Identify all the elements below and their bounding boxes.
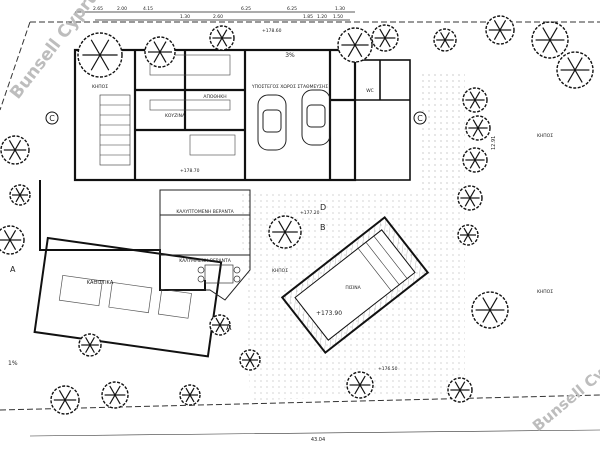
watermark-bottom-right: Bunsell Cyprus <box>529 340 600 435</box>
section-label: A <box>226 323 232 332</box>
tree-icon <box>346 371 374 399</box>
tree-icon <box>433 28 457 52</box>
dining-table-icon <box>197 264 241 284</box>
tree-icon <box>179 384 201 406</box>
room-label-garden-right: ΚΗΠΟΣ <box>537 133 553 139</box>
swimming-pool <box>280 215 430 355</box>
tree-icon <box>0 135 30 165</box>
room-label-pool: ΠΙΣΙΝΑ <box>345 285 361 291</box>
dimension-line-top <box>75 11 355 21</box>
room-label-pool-room: ΚΑΘΙΣΤΙΚΑ <box>87 280 114 286</box>
plot-dimension: 43.04 <box>311 437 325 443</box>
tree-icon <box>457 185 483 211</box>
dimension-label: 1.30 <box>180 14 190 20</box>
dimension-label: 6.25 <box>241 6 251 12</box>
house-walls <box>73 48 357 182</box>
dimension-label: 1.50 <box>333 14 343 20</box>
tree-icon <box>457 224 479 246</box>
tree-icon <box>239 349 261 371</box>
section-label: A <box>10 265 16 274</box>
tree-icon <box>9 184 31 206</box>
level-upper: +178.60 <box>262 28 282 34</box>
dimension-label: 1.85 <box>303 14 313 20</box>
level-lower: +176.50 <box>378 366 398 372</box>
side-dimension: 12.91 <box>491 136 497 150</box>
tree-icon <box>144 36 176 68</box>
annex-walls <box>354 59 411 181</box>
tree-icon <box>471 291 509 329</box>
car-icon <box>257 89 331 151</box>
section-marker-c-left: C <box>45 111 59 125</box>
tree-icon <box>485 15 515 45</box>
room-label-storage: ΑΠΟΘΗΚΗ <box>203 94 226 100</box>
tree-icon <box>78 333 102 357</box>
dimension-label: 2.00 <box>117 6 127 12</box>
section-label: D <box>320 203 326 212</box>
dimension-label: 2.60 <box>213 14 223 20</box>
room-label-open-veranda: ΚΑΛΥΜΜΕΝΗ ΒΕΡΑΝΤΑ <box>179 258 231 264</box>
slope-label: 3% <box>285 52 295 59</box>
tree-icon <box>462 147 488 173</box>
section-marker-c-right: C <box>413 111 427 125</box>
dimension-labels-top: 2.65 2.00 4.15 1.30 2.60 6.25 6.25 1.20 1.50 1.85… <box>93 6 345 20</box>
dimension-label: 6.25 <box>287 6 297 12</box>
dimension-line-bottom <box>29 429 600 437</box>
tree-icon <box>371 24 399 52</box>
room-label-wc: WC <box>366 88 374 94</box>
dimension-label: 1.30 <box>335 6 345 12</box>
veranda-outline <box>159 189 251 301</box>
section-marker-a-right: A <box>226 323 232 332</box>
tree-icon <box>447 377 473 403</box>
dimension-label: 4.15 <box>143 6 153 12</box>
tree-icon <box>77 32 123 78</box>
section-label: C <box>417 114 423 123</box>
tree-icon <box>101 381 129 409</box>
slope-mark: 1% <box>8 360 18 367</box>
tree-icon <box>462 87 488 113</box>
living-block <box>33 180 223 358</box>
dimension-label: 2.65 <box>93 6 103 12</box>
tree-icon <box>209 314 231 336</box>
plot-boundary <box>0 21 600 411</box>
room-label-parking: ΥΠΟΣΤΕΓΟΣ ΧΩΡΟΣ ΣΤΑΘΜΕΥΣΗΣ <box>251 84 328 90</box>
level-terrace: +177.20 <box>300 210 320 216</box>
room-label-garden: ΚΗΠΟΣ <box>272 268 288 274</box>
tree-icon <box>209 25 235 51</box>
section-marker-b: B <box>320 223 326 232</box>
room-label-covered-veranda: ΚΑΛΥΠΤΟΜΕΝΗ ΒΕΡΑΝΤΑ <box>176 209 234 215</box>
stairs <box>99 94 131 166</box>
room-label-garden-upper: ΚΗΠΟΣ <box>92 84 108 90</box>
section-marker-a-left: A <box>10 265 16 274</box>
room-label-garden-lower: ΚΗΠΟΣ <box>537 289 553 295</box>
lawn-area <box>260 70 465 190</box>
dimension-label: 1.20 <box>317 14 327 20</box>
trees <box>0 15 594 415</box>
section-marker-d: D <box>320 203 326 212</box>
kitchen-fixtures <box>149 54 236 156</box>
tree-icon <box>268 215 302 249</box>
tree-icon <box>0 225 25 255</box>
level-entry: +178.70 <box>180 168 200 174</box>
level-pool: +173.90 <box>316 310 342 317</box>
pool-room-furniture <box>58 275 192 319</box>
tree-icon <box>531 21 569 59</box>
tree-icon <box>465 115 491 141</box>
tree-icon <box>337 27 373 63</box>
section-label: B <box>320 223 326 232</box>
room-label-kitchen: ΚΟΥΖΙΝΑ <box>165 113 186 119</box>
tree-icon <box>556 51 594 89</box>
section-label: C <box>49 114 55 123</box>
tree-icon <box>50 385 80 415</box>
